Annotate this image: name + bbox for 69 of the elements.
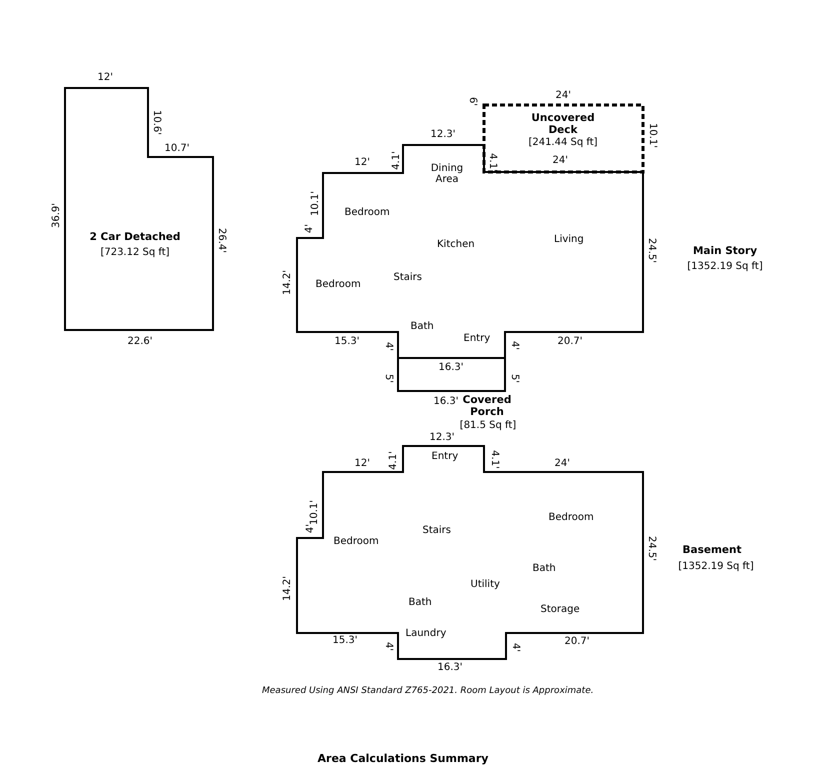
room-label: Bedroom [344,206,390,218]
dimension-label: 4.1' [488,450,500,468]
dimension-label: 4' [510,642,521,652]
dimension-label: 16.3' [438,362,464,372]
area-size: [1352.19 Sq ft] [686,261,764,272]
room-label: Bedroom [334,536,379,546]
dimension-label: 24.5' [646,536,656,560]
dimension-label: 20.7' [558,336,583,346]
dimension-label: 10.1' [310,190,320,216]
dimension-label: 12' [354,156,370,168]
footnote: Measured Using ANSI Standard Z765-2021. Room Layout is Approximate. [262,687,594,697]
room-label: Entry [432,450,458,462]
room-label: Kitchen [437,238,475,250]
dimension-label: 12' [354,458,370,468]
room-label: Storage [540,604,580,614]
dimension-label: 12' [98,72,113,82]
dimension-label: 16.3' [438,662,463,672]
room-label: Bedroom [548,512,594,522]
room-label: Bath [532,562,556,574]
area-size: [241.44 Sq ft] [528,137,598,148]
dimension-label: 4' [508,340,520,350]
dimension-label: 5' [508,373,520,383]
dimension-label: 10.7' [164,142,190,154]
area-size: [723.12 Sq ft] [99,247,171,258]
dimension-label: 10.1' [308,500,320,524]
area-title: 2 Car Detached [88,232,182,244]
dimension-label: 24.5' [646,238,656,262]
area-size: [81.5 Sq ft] [458,420,518,431]
dimension-label: 15.3' [334,336,360,346]
dimension-label: 4.1' [387,450,398,470]
dimension-label: 6' [466,96,478,106]
area-size: [1352.19 Sq ft] [677,561,755,572]
dimension-label: 24' [556,90,571,100]
dimension-label: 4.1' [390,150,402,170]
dimension-label: 12.3' [430,128,456,140]
dimension-label: 24' [552,154,568,166]
area-title: Uncovered Deck [530,113,596,136]
area-title: Main Story [692,246,758,258]
dimension-label: 26.4' [216,228,226,252]
dimension-label: 14.2' [282,576,292,600]
dimension-label: 4.1' [486,152,498,172]
dimension-label: 24' [554,458,570,468]
room-label: Bath [408,596,432,608]
section-heading: Area Calculations Summary [318,753,488,766]
room-label: Laundry [406,628,446,638]
room-label: Living [554,234,584,244]
dimension-label: 10.6' [150,110,162,134]
dimension-label: 4' [382,641,394,651]
dimension-label: 4' [304,523,316,533]
dimension-label: 12.3' [430,432,455,442]
area-title: Covered Porch [462,395,512,418]
area-title: Basement [681,545,743,557]
dimension-label: 15.3' [332,634,358,646]
dimension-label: 10.1' [646,122,658,148]
dimension-label: 36.9' [50,202,62,228]
dimension-label: 20.7' [564,636,590,646]
room-label: Bath [410,320,434,332]
dimension-label: 5' [382,373,394,383]
dimension-label: 22.6' [128,336,153,346]
dimension-label: 14.2' [282,270,292,294]
room-label: Dining Area [430,163,464,185]
room-label: Stairs [394,272,422,282]
room-label: Entry [464,332,490,344]
dimension-label: 16.3' [434,396,459,406]
dimension-label: 4' [304,223,315,233]
room-label: Bedroom [316,278,361,290]
room-label: Utility [470,578,500,590]
dimension-label: 4' [382,341,394,351]
room-label: Stairs [422,524,451,536]
